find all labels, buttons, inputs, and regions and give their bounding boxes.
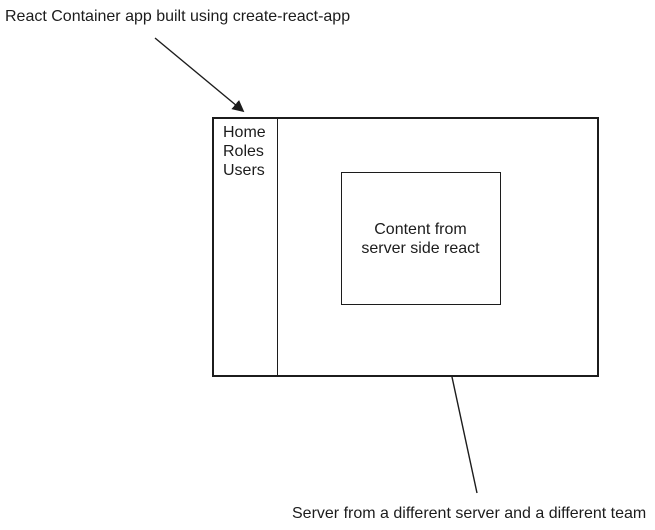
react-container-box: Home Roles Users Content from server sid…: [212, 117, 599, 377]
nav-sidebar: Home Roles Users: [214, 119, 278, 375]
nav-item-users: Users: [223, 162, 265, 179]
annotation-server-team: Server from a different server and a dif…: [292, 505, 647, 522]
server-content-box: Content from server side react: [340, 172, 501, 305]
content-area: Content from server side react: [278, 119, 597, 375]
nav-item-home: Home: [223, 124, 266, 141]
arrow-to-container-app: [154, 37, 245, 113]
nav-item-roles: Roles: [223, 143, 264, 160]
annotation-react-container-app: React Container app built using create-r…: [5, 8, 351, 25]
